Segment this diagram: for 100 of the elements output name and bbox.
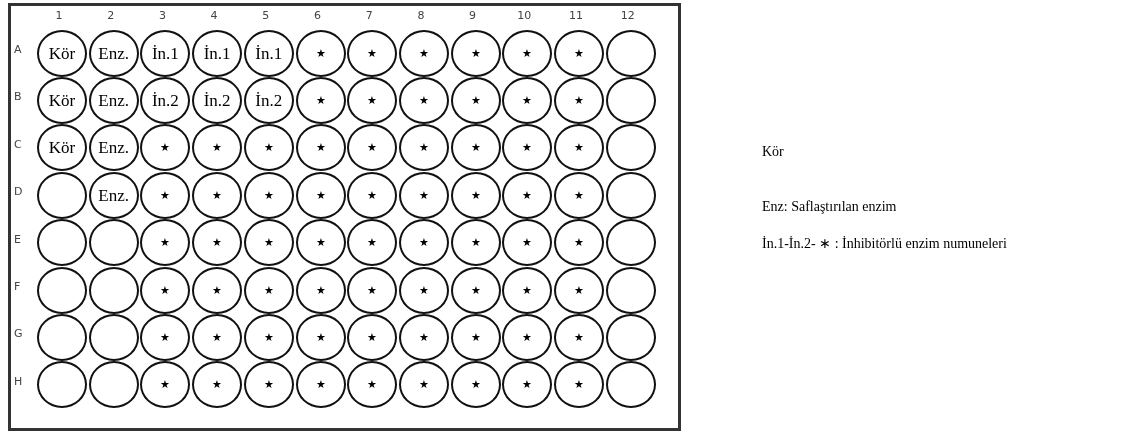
well-circle: [192, 219, 243, 267]
row-letter: H: [14, 375, 23, 387]
column-number: 9: [468, 10, 478, 21]
well-circle: [398, 124, 449, 172]
well-circle: [554, 313, 604, 361]
row-letter: C: [14, 138, 22, 150]
well-circle: [554, 219, 604, 267]
well-circle: [347, 219, 398, 267]
well-circle: [192, 76, 243, 124]
column-number: 11: [568, 10, 584, 21]
well-circle: [243, 266, 294, 314]
star-mark: ★: [522, 237, 533, 249]
star-mark: ★: [470, 284, 481, 296]
well-label: Enz.: [98, 91, 130, 109]
well-circle: [243, 219, 294, 267]
star-mark: ★: [160, 237, 171, 249]
star-mark: ★: [315, 47, 326, 59]
well-circle: [192, 313, 243, 361]
well-circle: [502, 313, 553, 361]
well-circle: [554, 76, 604, 124]
star-mark: ★: [574, 94, 584, 106]
well-circle: [140, 266, 191, 314]
star-mark: ★: [263, 189, 274, 201]
well-label: İn.2: [203, 91, 231, 109]
star-mark: ★: [160, 189, 171, 201]
well-circle: [398, 219, 449, 267]
row-letter: E: [14, 233, 21, 245]
well-circle: [502, 171, 553, 219]
star-mark: ★: [522, 142, 533, 154]
well-label: İn.2: [255, 91, 283, 109]
star-mark: ★: [315, 237, 326, 249]
well-circle: [554, 266, 604, 314]
well-label: İn.1: [203, 44, 231, 62]
microplate-frame: [8, 3, 681, 431]
star-mark: ★: [160, 331, 171, 343]
well-circle: [398, 171, 449, 219]
star-mark: ★: [522, 94, 533, 106]
well-circle: [295, 124, 346, 172]
row-letter: G: [14, 328, 23, 340]
star-mark: ★: [315, 189, 326, 201]
well-circle: [140, 76, 191, 124]
star-mark: ★: [574, 189, 584, 201]
well-circle: [554, 171, 604, 219]
star-mark: ★: [263, 284, 274, 296]
well-label: Enz.: [98, 139, 130, 157]
well-circle: [605, 219, 656, 267]
well-circle: [88, 124, 139, 172]
well-circle: [347, 124, 398, 172]
well-circle: [243, 124, 294, 172]
star-mark: ★: [315, 284, 326, 296]
well-label: Kör: [48, 44, 76, 62]
well-circle: [243, 313, 294, 361]
well-circle: [37, 76, 87, 124]
well-circle: [37, 361, 87, 409]
well-circle: [450, 171, 501, 219]
well-circle: [295, 171, 346, 219]
well-circle: [37, 124, 87, 172]
well-circle: [192, 124, 243, 172]
star-mark: ★: [418, 47, 429, 59]
star-mark: ★: [418, 379, 429, 391]
well-circle: [450, 266, 501, 314]
well-label: Enz.: [98, 186, 130, 204]
star-mark: ★: [418, 142, 429, 154]
column-number: 12: [619, 10, 636, 21]
column-number: 2: [106, 10, 116, 21]
well-circle: [88, 171, 139, 219]
column-number: 6: [313, 10, 322, 21]
star-mark: ★: [470, 189, 481, 201]
star-mark: ★: [522, 47, 533, 59]
well-circle: [554, 124, 604, 172]
row-letter: B: [14, 91, 22, 103]
star-mark: ★: [367, 237, 378, 249]
star-mark: ★: [418, 237, 429, 249]
star-mark: ★: [522, 189, 533, 201]
well-circle: [347, 266, 398, 314]
well-circle: [88, 266, 139, 314]
star-mark: ★: [212, 237, 223, 249]
well-circle: [295, 313, 346, 361]
well-circle: [88, 313, 139, 361]
well-circle: [37, 266, 87, 314]
legend-note: İn.1-İn.2- ∗ : İnhibitörlü enzim numuneleri: [762, 236, 1007, 253]
star-mark: ★: [315, 94, 326, 106]
column-number: 5: [261, 10, 271, 21]
well-circle: [347, 313, 398, 361]
well-circle: [140, 124, 191, 172]
well-circle: [192, 171, 243, 219]
well-label: Enz.: [98, 44, 130, 62]
well-circle: [295, 76, 346, 124]
column-number: 10: [516, 10, 533, 21]
well-circle: [243, 171, 294, 219]
well-circle: [140, 171, 191, 219]
well-circle: [554, 361, 604, 409]
well-circle: [37, 219, 87, 267]
star-mark: ★: [263, 379, 274, 391]
well-circle: [450, 76, 501, 124]
legend-note: Enz: Saflaştırılan enzim: [762, 199, 897, 216]
well-circle: [554, 29, 604, 77]
star-mark: ★: [367, 189, 378, 201]
well-circle: [502, 219, 553, 267]
row-letter: A: [14, 44, 22, 55]
